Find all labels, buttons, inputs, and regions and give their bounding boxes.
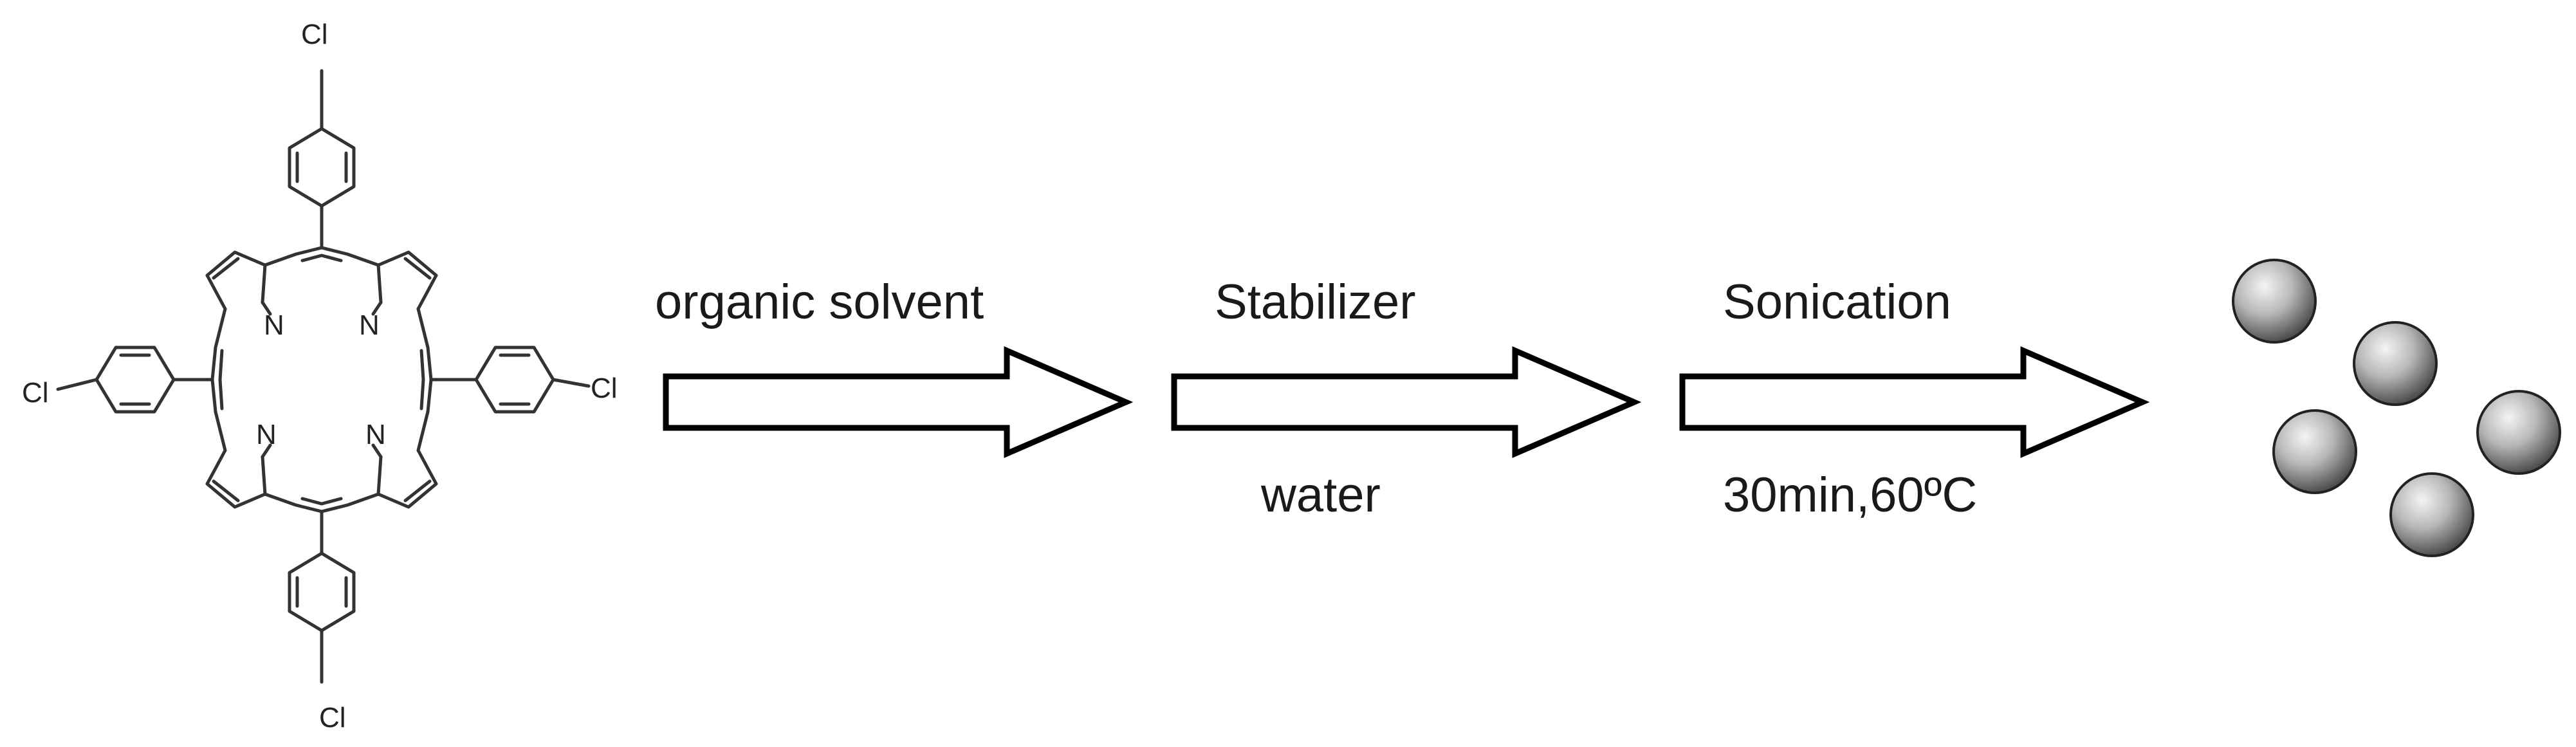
nanoparticle-sphere [2272,409,2357,494]
chlorine-label-bottom: Cl [319,702,346,733]
chlorine-label-left: Cl [22,377,49,409]
process-arrow-3 [1679,346,2150,458]
nitrogen-label-bottom-left: N [256,419,277,450]
nitrogen-label-bottom-right: N [365,419,386,450]
tetrakis-chlorophenyl-porphyrin-structure [56,69,591,684]
step-2-condition-bottom: water [1260,468,1381,522]
process-arrow-1 [663,346,1134,458]
chlorine-label-top: Cl [301,19,328,50]
nanoparticle-sphere [2389,472,2474,557]
phenyl-ring-right [429,346,591,414]
nanoparticle-sphere [2353,321,2438,406]
step-1-condition-top: organic solvent [655,275,984,329]
step-3-condition-bottom: 30min,60ºC [1723,468,1977,522]
phenyl-ring-top [288,69,356,250]
porphyrin-macrocycle [205,246,438,513]
step-3-condition-top: Sonication [1723,275,1951,329]
phenyl-ring-bottom [288,510,356,684]
chlorine-label-right: Cl [591,373,618,404]
nitrogen-label-top-right: N [359,309,380,341]
nanoparticle-sphere [2476,390,2561,475]
step-2-condition-top: Stabilizer [1215,275,1416,329]
nitrogen-label-top-left: N [264,309,284,341]
process-arrow-2 [1171,346,1642,458]
nanoparticle-sphere [2232,259,2317,344]
nanoparticles-product [2232,259,2561,557]
phenyl-ring-left [56,346,214,414]
